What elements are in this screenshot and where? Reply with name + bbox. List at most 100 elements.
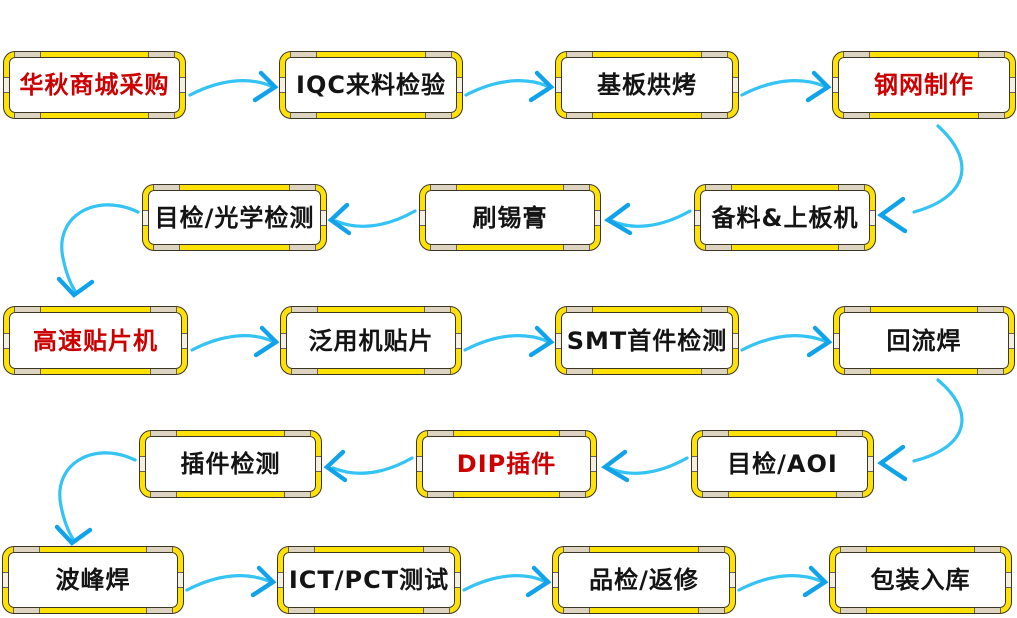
frame-notch xyxy=(566,52,593,57)
frame-notch xyxy=(4,332,9,349)
frame-notch xyxy=(702,431,729,436)
frame-notch xyxy=(556,77,561,93)
frame-notch xyxy=(595,209,600,226)
frame-notch xyxy=(563,547,590,552)
flow-node-reflow-soldering: 回流焊 xyxy=(834,307,1014,374)
frame-notch xyxy=(978,113,1005,118)
frame-notch xyxy=(425,52,452,57)
frame-notch xyxy=(456,332,461,349)
arrow-stencil-to-material-prep xyxy=(877,124,964,234)
frame-notch xyxy=(838,185,865,190)
frame-notch xyxy=(316,456,321,472)
arrow-solder-paste-to-visual-optical xyxy=(327,202,417,236)
node-label: DIP插件 xyxy=(456,450,557,478)
frame-notch xyxy=(563,185,590,190)
frame-notch xyxy=(425,113,452,118)
frame-notch xyxy=(153,185,180,190)
frame-notch xyxy=(4,77,9,93)
frame-notch xyxy=(566,369,593,374)
arrow-insertion-inspection-to-wave xyxy=(54,451,137,546)
frame-notch xyxy=(1009,332,1014,349)
arrow-reflow-to-visual-aoi xyxy=(877,378,964,482)
frame-notch xyxy=(290,52,317,57)
arrow-generic-to-smt-first xyxy=(463,325,555,358)
frame-notch xyxy=(698,547,725,552)
frame-notch xyxy=(563,245,590,250)
frame-notch xyxy=(281,332,286,349)
frame-notch xyxy=(730,572,735,588)
frame-notch xyxy=(290,113,317,118)
frame-notch xyxy=(695,209,700,226)
node-label: 品检/返修 xyxy=(589,566,699,594)
frame-notch xyxy=(14,369,41,374)
frame-notch xyxy=(150,492,177,497)
frame-notch xyxy=(14,307,41,312)
frame-notch xyxy=(834,332,839,349)
frame-notch xyxy=(146,608,173,613)
frame-notch xyxy=(427,492,454,497)
frame-notch xyxy=(843,52,870,57)
frame-notch xyxy=(457,77,462,93)
arrow-visual-aoi-to-dip xyxy=(601,449,689,483)
frame-notch xyxy=(705,245,732,250)
frame-notch xyxy=(559,492,586,497)
frame-notch xyxy=(836,431,863,436)
frame-notch xyxy=(13,547,40,552)
frame-notch xyxy=(843,113,870,118)
arrow-quality-to-packaging xyxy=(737,565,829,598)
frame-notch xyxy=(424,369,451,374)
frame-notch xyxy=(553,572,558,588)
frame-notch xyxy=(289,185,316,190)
frame-notch xyxy=(150,307,177,312)
frame-notch xyxy=(840,608,867,613)
flow-node-smt-first-article-inspection: SMT首件检测 xyxy=(556,307,738,374)
frame-notch xyxy=(278,572,283,588)
node-label: SMT首件检测 xyxy=(566,326,728,355)
frame-notch xyxy=(423,608,450,613)
flow-node-quality-inspection-rework: 品检/返修 xyxy=(553,547,735,613)
flow-node-packaging-warehousing: 包装入库 xyxy=(830,547,1011,613)
flow-node-insertion-inspection: 插件检测 xyxy=(140,431,321,497)
frame-notch xyxy=(563,608,590,613)
frame-notch xyxy=(289,245,316,250)
frame-notch xyxy=(556,332,561,349)
flow-node-dip-insertion: DIP插件 xyxy=(417,431,596,497)
node-label: IQC来料检验 xyxy=(296,71,446,99)
flow-node-stencil-making: 钢网制作 xyxy=(833,52,1015,118)
frame-notch xyxy=(280,77,285,93)
frame-notch xyxy=(424,307,451,312)
frame-notch xyxy=(591,456,596,472)
frame-notch xyxy=(733,77,738,93)
frame-notch xyxy=(288,608,315,613)
arrow-ict-pct-to-quality xyxy=(462,565,552,598)
frame-notch xyxy=(291,369,318,374)
frame-notch xyxy=(977,307,1004,312)
flow-node-material-prep-loader: 备料&上板机 xyxy=(695,185,875,250)
frame-notch xyxy=(13,608,40,613)
frame-notch xyxy=(430,185,457,190)
frame-notch xyxy=(692,456,697,472)
frame-notch xyxy=(420,209,425,226)
frame-notch xyxy=(974,547,1001,552)
arrow-iqc-to-baking xyxy=(464,70,555,103)
frame-notch xyxy=(701,113,728,118)
flow-node-generic-pick-place: 泛用机贴片 xyxy=(281,307,461,374)
frame-notch xyxy=(833,77,838,93)
flow-node-wave-soldering: 波峰焊 xyxy=(3,547,183,613)
frame-notch xyxy=(870,209,875,226)
node-label: 钢网制作 xyxy=(874,71,974,99)
arrow-visual-optical-to-high-speed xyxy=(56,203,140,298)
frame-notch xyxy=(14,113,41,118)
frame-notch xyxy=(836,492,863,497)
frame-notch xyxy=(702,492,729,497)
node-label: 包装入库 xyxy=(870,566,971,594)
frame-notch xyxy=(701,307,728,312)
frame-notch xyxy=(150,369,177,374)
node-label: 波峰焊 xyxy=(55,566,131,594)
frame-notch xyxy=(423,547,450,552)
node-label: 目检/AOI xyxy=(727,450,838,478)
frame-notch xyxy=(455,572,460,588)
frame-notch xyxy=(153,245,180,250)
frame-notch xyxy=(3,572,8,588)
